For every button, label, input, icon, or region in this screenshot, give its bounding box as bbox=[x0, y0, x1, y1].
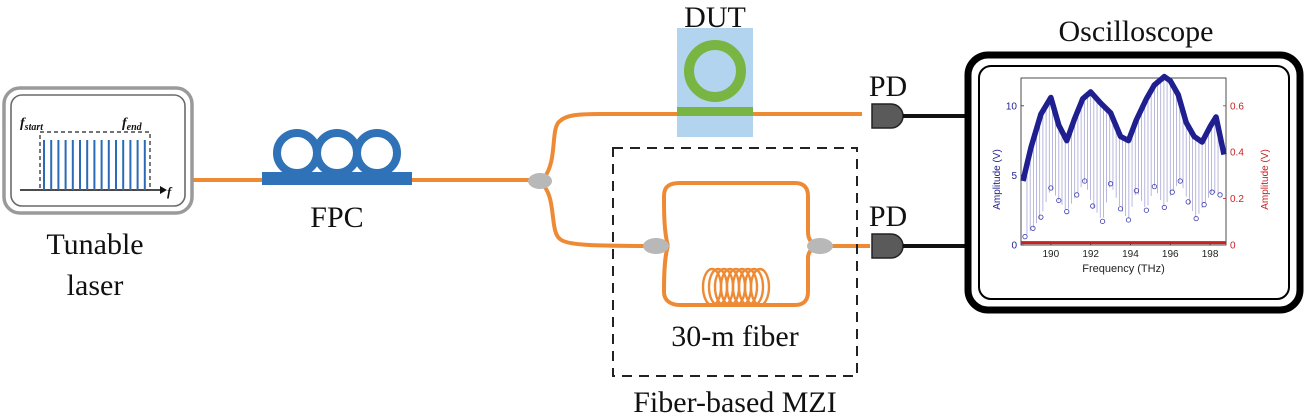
x-tick-label: 190 bbox=[1043, 249, 1060, 260]
y-right-tick-label: 0.6 bbox=[1230, 101, 1244, 112]
laser-label-line1: Tunable bbox=[46, 228, 143, 261]
svg-text:fstart: fstart bbox=[20, 116, 44, 133]
envelope-series bbox=[1020, 73, 1227, 182]
lower-point bbox=[1117, 206, 1124, 212]
mzi-input-coupler bbox=[643, 238, 669, 254]
lower-point bbox=[1090, 203, 1096, 209]
mzi-output-coupler bbox=[807, 238, 833, 254]
f-start-sub: start bbox=[24, 122, 45, 133]
y-right-tick-label: 0 bbox=[1230, 241, 1236, 252]
y-left-axis-label: Amplitude (V) bbox=[992, 149, 1003, 210]
dut-label: DUT bbox=[684, 1, 746, 34]
f-end-main: f bbox=[122, 116, 128, 131]
microring-resonator-icon bbox=[684, 40, 746, 102]
y-left-tick-label: 10 bbox=[1006, 101, 1018, 112]
lower-point bbox=[1030, 225, 1036, 231]
lower-point bbox=[1107, 181, 1114, 187]
y-left-tick-label: 0 bbox=[1011, 241, 1017, 252]
lower-point bbox=[1209, 189, 1215, 195]
y-right-tick-label: 0.4 bbox=[1230, 148, 1244, 159]
lower-point bbox=[1074, 192, 1080, 198]
x-tick-label: 194 bbox=[1122, 249, 1139, 260]
lower-point bbox=[1133, 188, 1140, 194]
x-tick-label: 198 bbox=[1202, 249, 1219, 260]
lower-point bbox=[1048, 185, 1054, 191]
y-right-axis-label: Amplitude (V) bbox=[1260, 149, 1271, 210]
y-right-tick-label: 0.2 bbox=[1230, 194, 1244, 205]
f-start-main: f bbox=[20, 116, 26, 131]
fiber-mzi-loop bbox=[661, 181, 819, 307]
lower-point bbox=[1056, 197, 1062, 204]
x-axis-label: Frequency (THz) bbox=[1082, 263, 1165, 275]
laser-housing-inner bbox=[10, 94, 186, 207]
lower-point bbox=[1161, 204, 1167, 211]
laser-spectrum-icon bbox=[20, 131, 167, 194]
coil-turn bbox=[743, 267, 765, 307]
fpc-paddle-2 bbox=[313, 129, 361, 177]
lower-point bbox=[1064, 209, 1070, 215]
laser-label-line2: laser bbox=[67, 269, 124, 302]
svg-text:fend: fend bbox=[122, 116, 143, 133]
lower-point bbox=[1201, 202, 1207, 208]
fiber-lower-arm bbox=[542, 184, 656, 248]
tunable-laser: fstart fend f Tunable laser bbox=[2, 86, 194, 302]
lower-point bbox=[1169, 189, 1175, 195]
dut bbox=[677, 28, 753, 137]
lower-point bbox=[1125, 217, 1132, 223]
coupler-splitter bbox=[528, 173, 552, 189]
pd1-label: PD bbox=[869, 70, 907, 103]
fpc-paddle-1 bbox=[273, 129, 321, 177]
fpc-label: FPC bbox=[310, 201, 363, 234]
lower-point bbox=[1143, 207, 1149, 213]
fringe-lines bbox=[1026, 76, 1219, 235]
f-end-sub: end bbox=[127, 122, 143, 133]
mzi-boundary bbox=[612, 147, 858, 377]
fiber-upper-arm bbox=[542, 112, 862, 180]
lower-point bbox=[1177, 178, 1183, 184]
lower-point bbox=[1082, 178, 1088, 184]
x-tick-label: 196 bbox=[1162, 249, 1179, 260]
oscilloscope-title: Oscilloscope bbox=[1059, 15, 1214, 48]
fiber-polarization-controller-icon bbox=[262, 129, 412, 185]
photodetector-2: PD bbox=[869, 200, 968, 259]
fpc-paddle-3 bbox=[353, 129, 401, 177]
photodetector-icon bbox=[871, 233, 904, 259]
lower-point bbox=[1193, 215, 1199, 222]
mzi-fiber-label: 30-m fiber bbox=[671, 320, 798, 353]
lower-point bbox=[1038, 214, 1044, 220]
coil-turn bbox=[749, 267, 771, 307]
x-tick-label: 192 bbox=[1082, 249, 1099, 260]
mzi-label: Fiber-based MZI bbox=[633, 386, 837, 416]
y-left-tick-label: 5 bbox=[1011, 171, 1017, 182]
lower-point bbox=[1022, 234, 1028, 240]
fiber-coil-icon bbox=[701, 267, 771, 307]
photodetector-icon bbox=[871, 103, 904, 129]
lower-point bbox=[1185, 199, 1191, 205]
lower-point bbox=[1100, 218, 1106, 224]
pd2-label: PD bbox=[869, 200, 907, 233]
photodetector-1: PD bbox=[869, 70, 968, 129]
lower-point bbox=[1151, 183, 1157, 190]
plot-area bbox=[1020, 77, 1227, 246]
laser-axis-label: f bbox=[167, 184, 173, 199]
coil-turn bbox=[737, 267, 759, 307]
bus-waveguide bbox=[677, 107, 753, 116]
lower-point bbox=[1217, 192, 1223, 198]
fiber-paths bbox=[192, 112, 870, 307]
